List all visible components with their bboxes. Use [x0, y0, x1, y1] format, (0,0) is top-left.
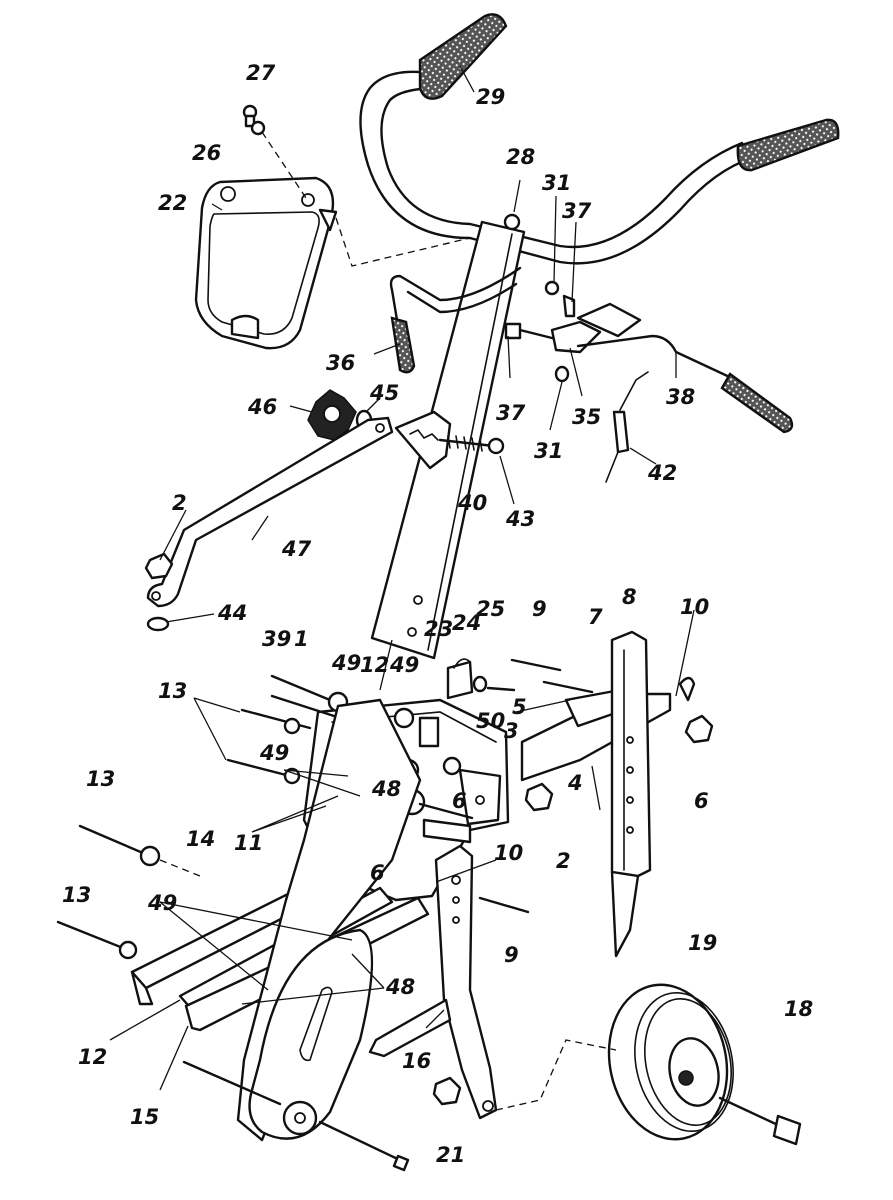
callout-48-lower: 48 — [385, 975, 415, 999]
callout-12-upper: 12 — [360, 653, 389, 677]
callout-27: 27 — [246, 61, 276, 85]
callout-23: 23 — [424, 617, 453, 641]
callout-15: 15 — [130, 1105, 159, 1129]
leader-screw-27 — [261, 131, 307, 199]
callout-labels: 27 26 22 29 28 31 37 36 37 31 35 38 46 4… — [62, 61, 813, 1167]
callout-9-lower: 9 — [504, 943, 519, 967]
callout-13-middle: 13 — [86, 767, 115, 791]
axle-stub — [418, 802, 474, 820]
callout-48-upper: 48 — [371, 777, 401, 801]
callout-7: 7 — [588, 605, 603, 629]
washer-26 — [250, 120, 266, 136]
callout-13-upper: 13 — [158, 679, 187, 703]
height-adjust-bracket — [394, 410, 505, 470]
callout-14: 14 — [186, 827, 215, 851]
callout-12-lower: 12 — [78, 1045, 107, 1069]
callout-46: 46 — [247, 395, 277, 419]
callout-36: 36 — [326, 351, 355, 375]
callout-10-upper: 10 — [680, 595, 709, 619]
leader-wheel-to-bracket — [495, 1039, 617, 1111]
callout-leaders — [109, 65, 695, 1091]
chain-case — [182, 698, 422, 1172]
fender-shield — [194, 176, 338, 350]
nut-6b — [684, 714, 714, 744]
depth-bar — [146, 416, 394, 608]
washer-44 — [146, 616, 170, 632]
callout-22: 22 — [158, 191, 187, 215]
callout-18: 18 — [784, 997, 813, 1021]
callout-8: 8 — [622, 585, 637, 609]
clutch-lever — [389, 266, 522, 374]
callout-1: 1 — [294, 627, 309, 651]
callout-6-b: 6 — [694, 789, 709, 813]
callout-19: 19 — [688, 931, 717, 955]
callout-49-b: 49 — [389, 653, 419, 677]
nut-21 — [432, 1076, 462, 1106]
screw-27 — [242, 104, 258, 128]
callout-38: 38 — [666, 385, 695, 409]
callout-6-a: 6 — [452, 789, 467, 813]
callout-26: 26 — [192, 141, 221, 165]
callout-50: 50 — [476, 709, 505, 733]
callout-29: 29 — [476, 85, 505, 109]
drag-bar-assembly — [510, 630, 714, 958]
callout-37-lower: 37 — [496, 401, 526, 425]
callout-2-upper: 2 — [172, 491, 187, 515]
callout-49-a: 49 — [331, 651, 361, 675]
callout-43: 43 — [505, 507, 535, 531]
callout-49-d: 49 — [147, 891, 177, 915]
wheel — [607, 983, 802, 1146]
callout-31-lower: 31 — [534, 439, 563, 463]
callout-2-lower: 2 — [556, 849, 571, 873]
callout-13-lower: 13 — [62, 883, 91, 907]
callout-42: 42 — [647, 461, 677, 485]
wheel-bracket — [368, 844, 530, 1120]
callout-21: 21 — [436, 1143, 465, 1167]
callout-25: 25 — [476, 597, 505, 621]
callout-3: 3 — [504, 719, 519, 743]
callout-49-c: 49 — [259, 741, 289, 765]
callout-45: 45 — [369, 381, 399, 405]
callout-16: 16 — [402, 1049, 431, 1073]
pointer-arrow-12 — [379, 639, 393, 691]
leader-shield-to-handle — [335, 217, 471, 267]
bracket-24 — [446, 658, 516, 700]
control-linkage — [504, 280, 794, 483]
nut-2a — [144, 552, 174, 580]
callout-10-lower: 10 — [494, 841, 523, 865]
callout-4: 4 — [567, 771, 583, 795]
leader-bolt-13 — [159, 859, 201, 877]
callout-31-upper: 31 — [542, 171, 571, 195]
callout-28: 28 — [506, 145, 535, 169]
callout-24: 24 — [452, 611, 481, 635]
callout-37-upper: 37 — [562, 199, 592, 223]
callout-39: 39 — [262, 627, 291, 651]
nut-2b — [524, 782, 554, 812]
callout-40: 40 — [457, 491, 487, 515]
callout-44: 44 — [217, 601, 247, 625]
handlebar — [359, 13, 840, 265]
adjust-knob — [307, 389, 373, 441]
callout-6-c: 6 — [370, 861, 385, 885]
callout-47: 47 — [281, 537, 312, 561]
callout-9-upper: 9 — [532, 597, 547, 621]
callout-5: 5 — [512, 695, 527, 719]
bolts-13-39-1 — [56, 674, 336, 960]
callout-35: 35 — [572, 405, 601, 429]
callout-11: 11 — [234, 831, 263, 855]
